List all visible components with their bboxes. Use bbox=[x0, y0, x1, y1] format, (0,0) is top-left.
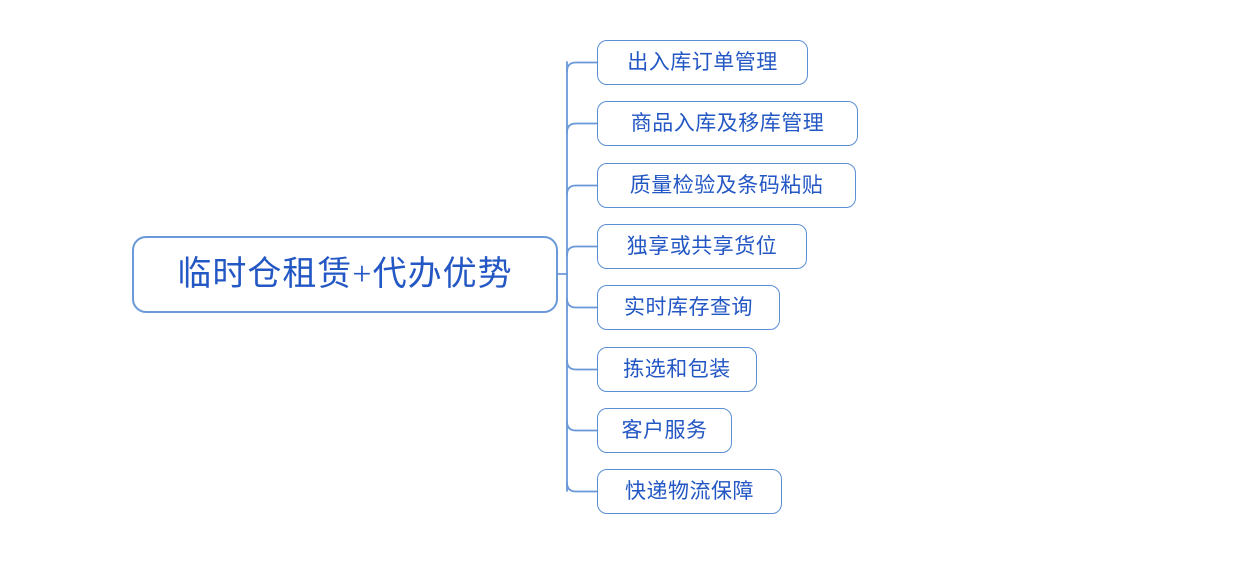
child-node-label: 质量检验及条码粘贴 bbox=[629, 173, 824, 197]
child-node-3[interactable]: 质量检验及条码粘贴 bbox=[597, 163, 856, 208]
root-node-label: 临时仓租赁+代办优势 bbox=[177, 255, 513, 293]
connector-branch-8 bbox=[566, 481, 598, 493]
child-node-label: 实时库存查询 bbox=[624, 295, 753, 319]
child-node-label: 商品入库及移库管理 bbox=[630, 111, 825, 135]
child-node-8[interactable]: 快递物流保障 bbox=[597, 469, 782, 514]
child-node-1[interactable]: 出入库订单管理 bbox=[597, 40, 808, 85]
child-node-2[interactable]: 商品入库及移库管理 bbox=[597, 101, 858, 146]
connector-branch-3 bbox=[566, 184, 598, 196]
child-node-6[interactable]: 拣选和包装 bbox=[597, 347, 757, 392]
child-node-label: 客户服务 bbox=[621, 418, 708, 442]
connector-branch-6 bbox=[566, 359, 598, 371]
connector-branch-5 bbox=[566, 297, 598, 309]
child-node-label: 出入库订单管理 bbox=[627, 50, 778, 74]
child-node-label: 快递物流保障 bbox=[625, 479, 754, 503]
root-node[interactable]: 临时仓租赁+代办优势 bbox=[132, 236, 558, 313]
connector-branch-7 bbox=[566, 420, 598, 432]
connector-branch-1 bbox=[566, 61, 598, 73]
child-node-label: 独享或共享货位 bbox=[626, 234, 778, 258]
connector-branch-4 bbox=[566, 245, 598, 257]
child-node-5[interactable]: 实时库存查询 bbox=[597, 285, 780, 330]
child-node-label: 拣选和包装 bbox=[623, 357, 731, 381]
child-node-7[interactable]: 客户服务 bbox=[597, 408, 732, 453]
child-node-4[interactable]: 独享或共享货位 bbox=[597, 224, 807, 269]
connector-branch-2 bbox=[566, 122, 598, 134]
